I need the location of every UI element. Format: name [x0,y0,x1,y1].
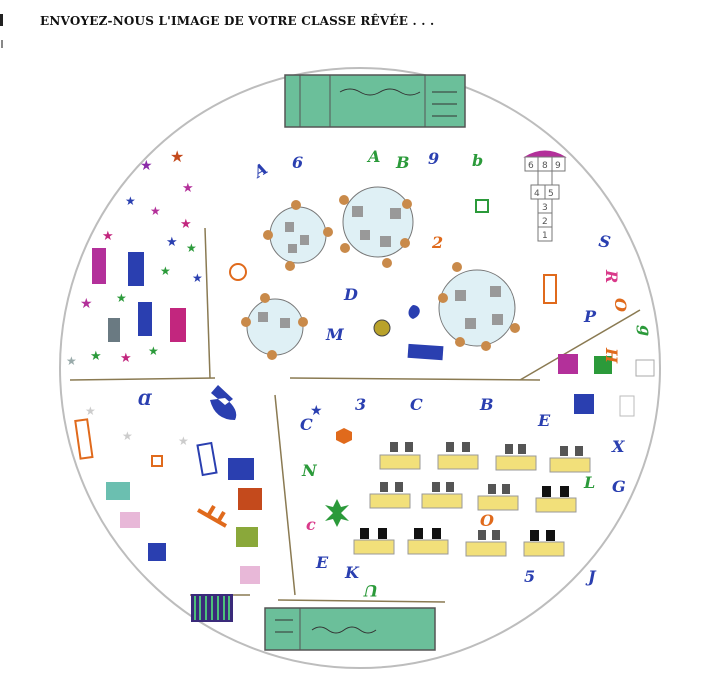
svg-text:★: ★ [125,194,136,208]
letter-mark: 5 [524,567,535,586]
letter-mark: c [306,515,316,534]
letter-mark: B [395,153,410,172]
svg-text:★: ★ [80,296,93,312]
letter-mark: G [612,477,626,496]
letter-mark: O [611,298,630,312]
letter-mark: 6 [292,153,303,172]
letter-mark: P [583,307,597,326]
svg-text:★: ★ [160,264,171,278]
svg-text:★: ★ [170,147,184,166]
round-table [263,200,333,271]
blackboard-top [284,74,466,128]
margin-mark [0,14,3,26]
letter-mark: D [343,285,358,304]
letter-mark: N [301,461,318,480]
letter-mark: Ɑ [138,390,153,409]
stars: ★ ★ ★ ★ ★ ★ ★ ★ ★ ★ ★ ★ ★ ★ ★ ★ ★ ★ ★ ★ … [66,147,323,448]
svg-text:★: ★ [166,235,178,250]
svg-text:★: ★ [180,217,192,232]
hopscotch-number: 1 [542,231,548,241]
svg-text:★: ★ [148,344,159,358]
svg-text:★: ★ [150,204,161,218]
svg-text:★: ★ [122,429,133,443]
svg-text:★: ★ [116,291,127,305]
svg-text:★: ★ [140,158,153,174]
svg-text:★: ★ [120,351,132,366]
svg-text:★: ★ [186,241,197,255]
svg-text:★: ★ [102,229,114,244]
cushions [92,248,186,342]
letter-mark: g [636,325,655,336]
svg-text:★: ★ [66,354,77,368]
svg-text:★: ★ [310,403,323,419]
letter-mark: R [602,269,621,283]
hopscotch-numbers: 6 8 9 4 5 3 2 1 [528,161,561,241]
letter-mark: O [480,511,494,530]
svg-text:★: ★ [85,404,96,418]
round-tables [241,186,520,360]
letter-mark: J [585,567,597,586]
hopscotch-number: 2 [542,217,548,227]
svg-text:★: ★ [90,349,102,364]
letter-mark: H [602,347,621,364]
letter-mark: X [611,437,625,456]
svg-text:★: ★ [178,434,189,448]
round-table [438,262,520,351]
round-table [339,186,414,268]
letter-mark: K [344,563,360,582]
round-table [241,293,308,360]
decorative-shapes [74,199,655,622]
letter-mark: M [325,325,345,344]
letter-mark: C [300,415,313,434]
hopscotch-grid [523,150,567,242]
letter-mark: U [363,581,378,600]
room-partitions [69,227,641,603]
hopscotch-number: 5 [548,189,554,199]
letter-mark: 9 [428,149,439,168]
hopscotch-number: 8 [542,161,548,171]
letter-mark: E [537,411,551,430]
margin-mark [1,40,3,48]
svg-text:★: ★ [192,271,203,285]
letter-mark: L [583,473,595,492]
letter-mark: C [410,395,423,414]
blackboard-bottom [264,607,436,651]
letter-mark: 2 [431,233,443,252]
letter-mark: S [597,231,612,252]
svg-text:★: ★ [182,181,194,196]
letter-mark: 3 [355,395,366,414]
desks [353,442,591,557]
letter-mark: b [472,151,483,170]
hopscotch-number: 9 [555,161,561,171]
letter-mark: E [315,553,329,572]
letter-mark: A [366,147,380,166]
hopscotch-number: 4 [534,189,540,199]
letter-mark: B [479,395,494,414]
hopscotch-number: 6 [528,161,534,171]
hopscotch-number: 3 [542,203,548,213]
page-title: ENVOYEZ-NOUS L'IMAGE DE VOTRE CLASSE RÊV… [40,14,435,28]
